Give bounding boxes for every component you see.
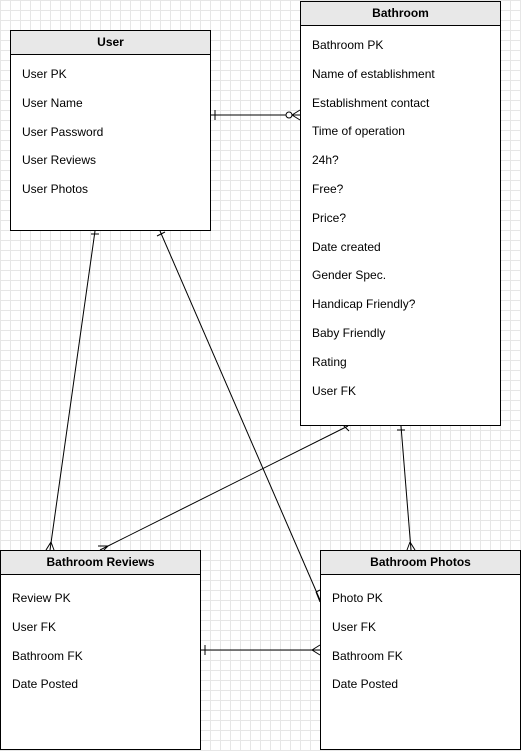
entity-bathroom-reviews[interactable]: Bathroom Reviews Review PK User FK Bathr… — [0, 550, 201, 750]
field-photo-user-fk: User FK — [332, 619, 377, 634]
connector-bathroom-bathroom-photos-crow-foot-left — [406, 541, 411, 551]
entity-bathroom-reviews-fields: Review PK User FK Bathroom FK Date Poste… — [1, 575, 200, 699]
field-review-user-fk: User FK — [12, 619, 57, 634]
entity-bathroom-title: Bathroom — [301, 2, 500, 26]
connector-user-bathroom-reviews[interactable] — [49, 230, 96, 551]
field-gender-spec: Gender Spec. — [312, 268, 387, 283]
field-review-bathroom-fk: Bathroom FK — [12, 648, 83, 663]
field-rating: Rating — [312, 354, 347, 369]
field-baby-friendly: Baby Friendly — [312, 325, 386, 340]
field-review-date-posted: Date Posted — [12, 677, 79, 692]
field-time-of-operation: Time of operation — [312, 124, 405, 139]
entity-bathroom-reviews-title: Bathroom Reviews — [1, 551, 200, 575]
field-bathroom-user-fk: User FK — [312, 383, 357, 398]
connector-bathroom-bathroom-photos-crow-foot-right — [409, 541, 416, 551]
field-bathroom-pk: Bathroom PK — [312, 38, 384, 52]
field-user-password: User Password — [22, 124, 104, 139]
field-date-created: Date created — [312, 239, 381, 254]
connector-bathroom-bathroom-photos[interactable] — [400, 425, 412, 551]
entity-bathroom[interactable]: Bathroom Bathroom PK Name of establishme… — [300, 1, 501, 426]
entity-user-title: User — [11, 31, 210, 55]
field-user-photos: User Photos — [22, 182, 89, 197]
connector-bathroom-bathroom-reviews[interactable] — [99, 425, 349, 551]
field-user-name: User Name — [22, 95, 83, 110]
connector-reviews-photos-crow-foot-bottom — [311, 649, 321, 656]
field-establishment-contact: Establishment contact — [312, 95, 430, 110]
field-name-of-establishment: Name of establishment — [312, 66, 435, 81]
field-24h: 24h? — [312, 153, 339, 168]
connector-user-bathroom-crow-foot-bottom — [291, 114, 301, 121]
entity-bathroom-photos-title: Bathroom Photos — [321, 551, 520, 575]
field-review-pk: Review PK — [12, 591, 71, 605]
field-price: Price? — [312, 210, 347, 225]
field-free: Free? — [312, 181, 344, 196]
field-photo-date-posted: Date Posted — [332, 677, 399, 692]
field-photo-bathroom-fk: Bathroom FK — [332, 648, 403, 663]
connector-user-bathroom-reviews-crow-foot-left — [45, 541, 52, 551]
entity-bathroom-photos[interactable]: Bathroom Photos Photo PK User FK Bathroo… — [320, 550, 521, 750]
connector-reviews-photos-crow-foot-top — [311, 644, 321, 651]
field-user-pk: User PK — [22, 67, 67, 81]
field-handicap-friendly: Handicap Friendly? — [312, 297, 416, 312]
connector-user-bathroom-photos[interactable] — [159, 230, 321, 601]
entity-bathroom-fields: Bathroom PK Name of establishment Establ… — [301, 26, 500, 405]
connector-user-bathroom-photos-one-mark — [156, 231, 166, 237]
field-photo-pk: Photo PK — [332, 591, 383, 605]
connector-user-bathroom-zero-mark — [285, 111, 293, 119]
entity-bathroom-photos-fields: Photo PK User FK Bathroom FK Date Posted — [321, 575, 520, 699]
entity-user[interactable]: User User PK User Name User Password Use… — [10, 30, 211, 231]
connector-user-bathroom-crow-foot-top — [291, 109, 301, 116]
field-user-reviews: User Reviews — [22, 153, 97, 168]
entity-user-fields: User PK User Name User Password User Rev… — [11, 55, 210, 204]
connector-user-bathroom-reviews-crow-foot-right — [50, 541, 55, 551]
